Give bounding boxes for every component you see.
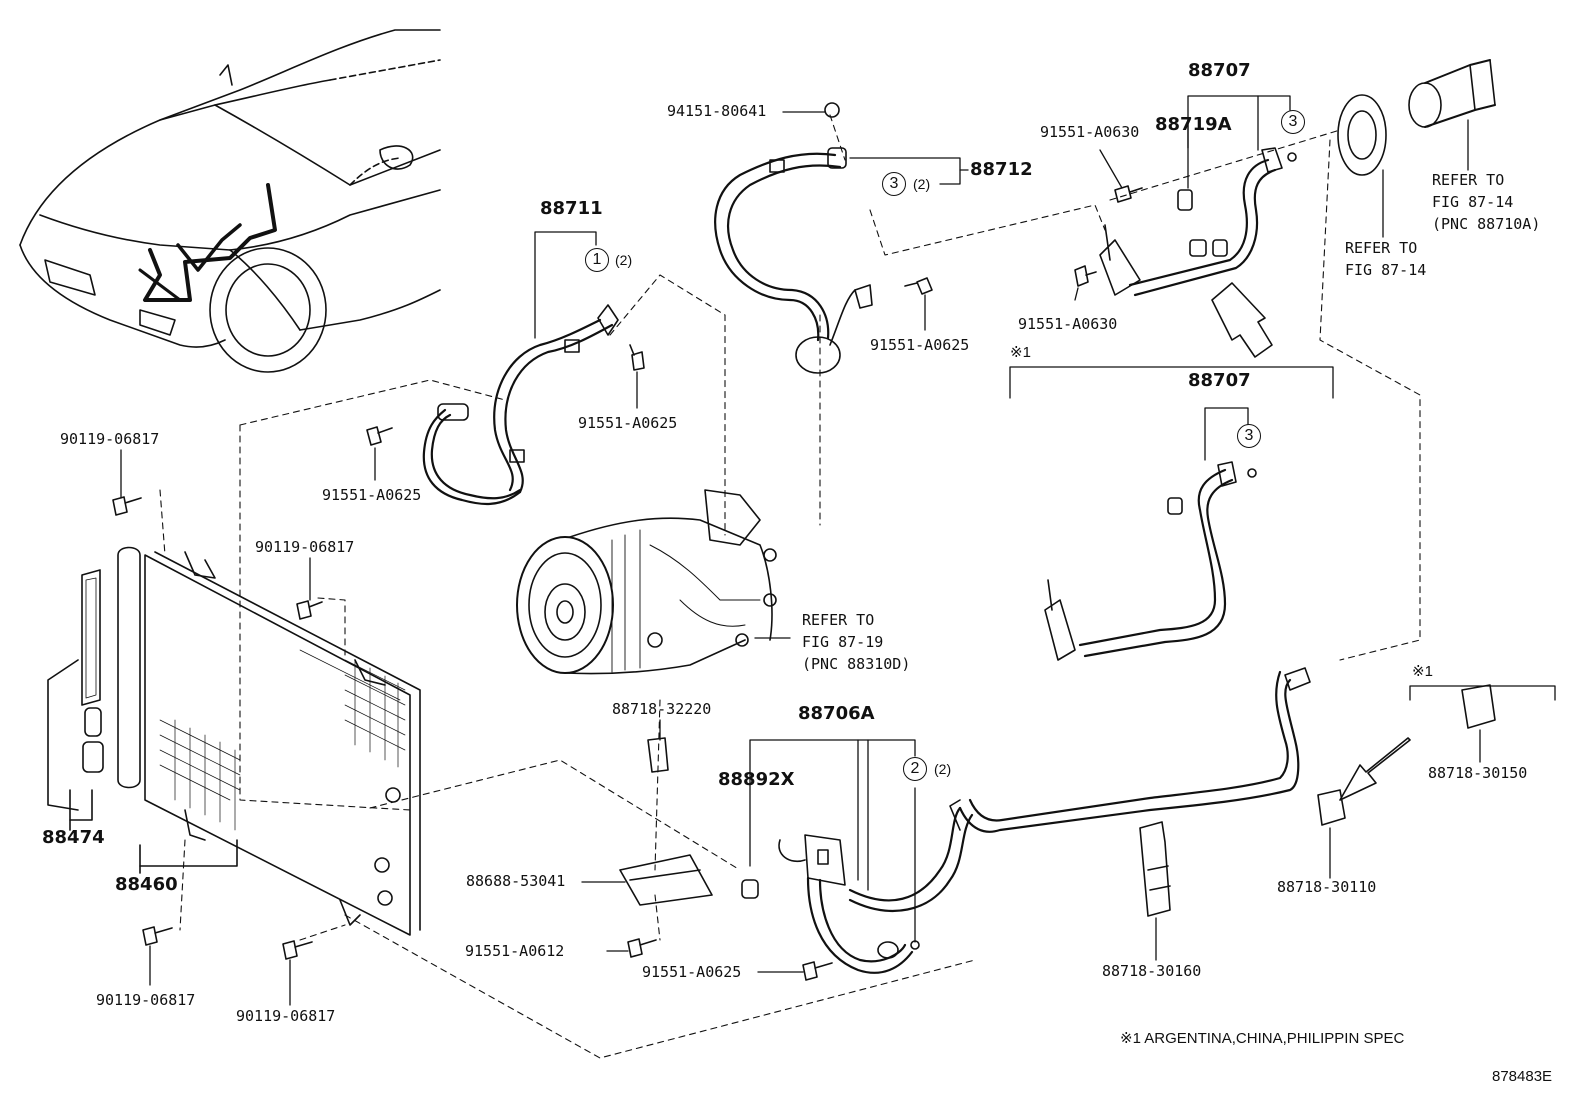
part-88688-53041-label: 88688-53041 xyxy=(466,872,566,890)
part-88706A-label: 88706A xyxy=(798,703,875,724)
callout-2: 2 xyxy=(903,757,927,781)
refer-fig-87-14-line-2: FIG 87-14 xyxy=(1345,261,1427,279)
part-88712-label: 88712 xyxy=(970,159,1033,180)
callout-2-qty: (2) xyxy=(934,761,952,777)
spec-mark-right: ※1 xyxy=(1412,663,1433,680)
refer-fig-87-14-pnc-line-3: (PNC 88710A) xyxy=(1432,215,1541,233)
bolt-icons xyxy=(112,185,1143,981)
callout-3-upper: 3 xyxy=(1281,110,1305,134)
condenser-88460 xyxy=(81,546,421,936)
part-94151-80641-label: 94151-80641 xyxy=(667,102,767,120)
part-91551-A0625-label-88711: 91551-A0625 xyxy=(578,414,678,432)
leader-lines xyxy=(120,95,1556,1006)
part-88707-upper-label: 88707 xyxy=(1188,60,1251,81)
compressor xyxy=(516,489,777,675)
part-88718-30160-label: 88718-30160 xyxy=(1102,962,1202,980)
vehicle-outline xyxy=(19,29,441,373)
part-90119-06817-label-bottom: 90119-06817 xyxy=(236,1007,336,1025)
refer-fig-87-19-line-3: (PNC 88310D) xyxy=(802,655,911,673)
callout-3-hose: 3 xyxy=(882,172,906,196)
part-88718-32220-label: 88718-32220 xyxy=(612,700,712,718)
pipe-88706A xyxy=(778,667,1311,974)
part-88718-30150-label: 88718-30150 xyxy=(1428,764,1528,782)
refer-fig-87-14: REFER TO FIG 87-14 xyxy=(1345,237,1426,281)
part-88711-label: 88711 xyxy=(540,198,603,219)
refer-fig-87-14-pnc-line-1: REFER TO xyxy=(1432,171,1505,189)
callout-3-hose-qty: (2) xyxy=(913,176,931,192)
refer-fig-87-19-line-2: FIG 87-19 xyxy=(802,633,884,651)
part-88718-30110-label: 88718-30110 xyxy=(1277,878,1377,896)
refer-fig-87-14-pnc: REFER TO FIG 87-14 (PNC 88710A) xyxy=(1432,169,1540,235)
diagram-code: 878483E xyxy=(1492,1068,1553,1085)
refer-fig-87-14-pnc-line-2: FIG 87-14 xyxy=(1432,193,1514,211)
condenser-leader-lines xyxy=(47,659,238,874)
assembly-lines xyxy=(159,114,1421,1059)
refer-fig-87-19: REFER TO FIG 87-19 (PNC 88310D) xyxy=(802,609,910,675)
part-90119-06817-label-bottom-left: 90119-06817 xyxy=(96,991,196,1009)
callout-1-qty: (2) xyxy=(615,252,633,268)
part-88892X-label: 88892X xyxy=(718,769,795,790)
callout-1: 1 xyxy=(585,248,609,272)
callout-3-spec: 3 xyxy=(1237,424,1261,448)
part-90119-06817-label-top: 90119-06817 xyxy=(60,430,160,448)
hose-88711 xyxy=(422,304,619,506)
hose-88712 xyxy=(714,102,873,374)
part-91551-A0630-label-lower: 91551-A0630 xyxy=(1018,315,1118,333)
refer-fig-87-19-line-1: REFER TO xyxy=(802,611,875,629)
part-88474-label: 88474 xyxy=(42,827,105,848)
pipe-88707-spec xyxy=(1044,461,1257,661)
direction-arrow xyxy=(1339,737,1411,801)
pipe-fittings-top-right xyxy=(1337,59,1496,176)
pipe-88707-upper xyxy=(1099,147,1297,358)
part-91551-A0625-label-left: 91551-A0625 xyxy=(322,486,422,504)
refer-fig-87-14-line-1: REFER TO xyxy=(1345,239,1418,257)
clamps xyxy=(619,684,1496,917)
spec-mark-upper: ※1 xyxy=(1010,344,1031,361)
footnote: ※1 ARGENTINA,CHINA,PHILIPPIN SPEC xyxy=(1120,1030,1405,1047)
part-88460-label: 88460 xyxy=(115,874,178,895)
part-90119-06817-label-mid: 90119-06817 xyxy=(255,538,355,556)
part-91551-A0625-label-88712: 91551-A0625 xyxy=(870,336,970,354)
part-88719A-label: 88719A xyxy=(1155,114,1232,135)
part-91551-A0612-label: 91551-A0612 xyxy=(465,942,565,960)
part-88707-spec-label: 88707 xyxy=(1188,370,1251,391)
part-91551-A0625-label-bottom: 91551-A0625 xyxy=(642,963,742,981)
part-91551-A0630-label-upper: 91551-A0630 xyxy=(1040,123,1140,141)
